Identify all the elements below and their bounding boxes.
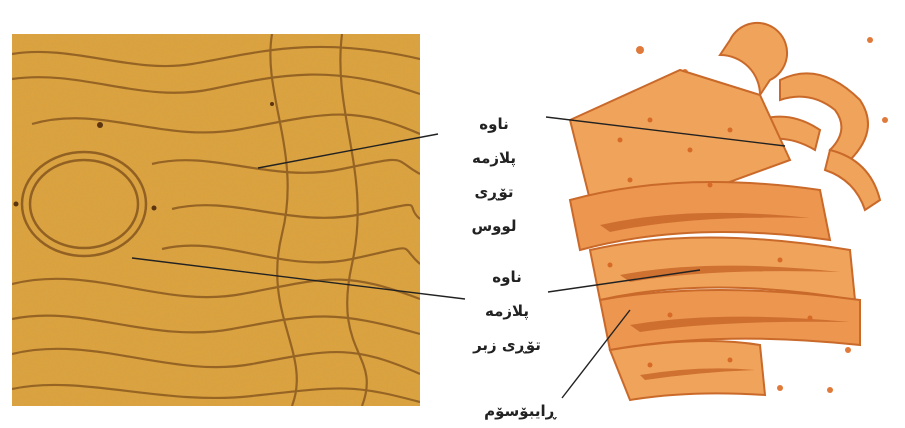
- rough-er-label-line-1: ناوه: [462, 260, 552, 294]
- ribosome-label-text: ڕایبۆسۆم: [474, 394, 566, 428]
- smooth-er-label: ناوه پلازمه تۆڕی لووس: [448, 107, 540, 243]
- rough-er-label-line-3: تۆڕی زبر: [462, 328, 552, 362]
- smooth-er-label-line-2: پلازمه: [448, 141, 540, 175]
- smooth-er-label-line-1: ناوه: [448, 107, 540, 141]
- rough-er-label: ناوه پلازمه تۆڕی زبر: [462, 260, 552, 362]
- smooth-er-label-line-4: لووس: [448, 209, 540, 243]
- ribosome-label: ڕایبۆسۆم: [474, 394, 566, 428]
- smooth-er-label-line-3: تۆڕی: [448, 175, 540, 209]
- rough-er-label-line-2: پلازمه: [462, 294, 552, 328]
